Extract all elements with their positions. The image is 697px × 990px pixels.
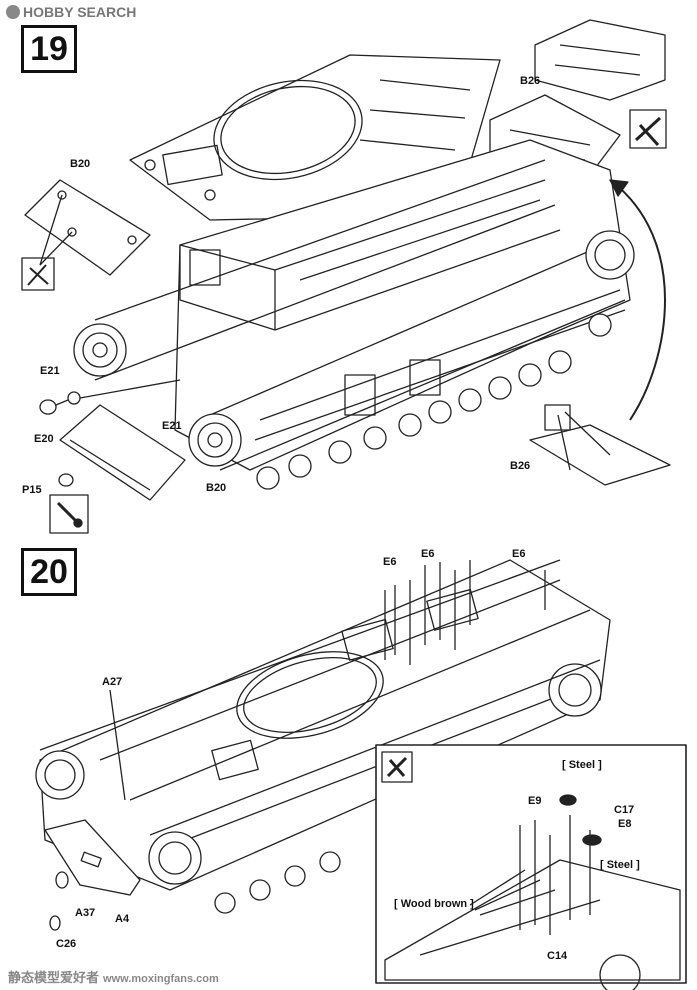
label-e9: E9 [528, 795, 542, 807]
label-b26-top: B26 [520, 75, 541, 87]
step19-road-wheels [256, 313, 612, 490]
step-19-number-text: 19 [30, 29, 68, 68]
label-a4: A4 [115, 913, 130, 925]
label-b20-bottom: B20 [206, 482, 227, 494]
label-steel-top: [ Steel ] [562, 759, 602, 771]
label-e6-a: E6 [383, 556, 397, 568]
step-19-number: 19 [21, 25, 77, 73]
step19-b20-plate [24, 179, 151, 276]
watermark-bottom-text: 静态模型爱好者 [8, 970, 100, 985]
label-p15: P15 [22, 484, 42, 496]
label-wood-brown: [ Wood brown ] [394, 898, 474, 910]
step19-track-left [73, 159, 556, 381]
label-e6-b: E6 [421, 548, 435, 560]
step19-rotate-arrow [609, 179, 666, 421]
label-e6-c: E6 [512, 548, 526, 560]
step19-cement-icon-box [629, 109, 667, 149]
step20-tracks [35, 559, 602, 914]
label-b26-bottom: B26 [510, 460, 531, 472]
step19-lower-b20-plate [59, 404, 186, 501]
step-20-number-text: 20 [30, 552, 68, 591]
watermark-top: HOBBY SEARCH [6, 4, 136, 20]
step19-hull [174, 139, 631, 471]
step19-b26-detail [529, 404, 671, 486]
label-c17: C17 [614, 804, 635, 816]
label-e8: E8 [618, 818, 632, 830]
step20-hull [39, 559, 611, 891]
step19-track-right [188, 230, 635, 490]
label-a27: A27 [102, 676, 123, 688]
hobby-search-logo-icon [6, 5, 20, 19]
label-b20-left: B20 [70, 158, 91, 170]
watermark-top-text: HOBBY SEARCH [23, 4, 137, 20]
label-steel-right: [ Steel ] [600, 859, 640, 871]
step20-front-plate-a4 [44, 689, 141, 931]
step19-drill-icon-box [49, 494, 89, 534]
step19-cut-icon-box [21, 257, 55, 291]
label-e20: E20 [34, 433, 54, 445]
label-a37: A37 [75, 907, 96, 919]
label-c14: C14 [547, 950, 568, 962]
step20-inset-drawing [384, 794, 681, 990]
step20-inset-cement-icon-box [381, 751, 413, 783]
watermark-bottom-url: www.moxingfans.com [103, 973, 219, 985]
label-c26: C26 [56, 938, 77, 950]
step19-rear-plates [489, 19, 666, 176]
label-e21-a: E21 [40, 365, 60, 377]
label-e21-b: E21 [162, 420, 182, 432]
step-20-number: 20 [21, 548, 77, 596]
